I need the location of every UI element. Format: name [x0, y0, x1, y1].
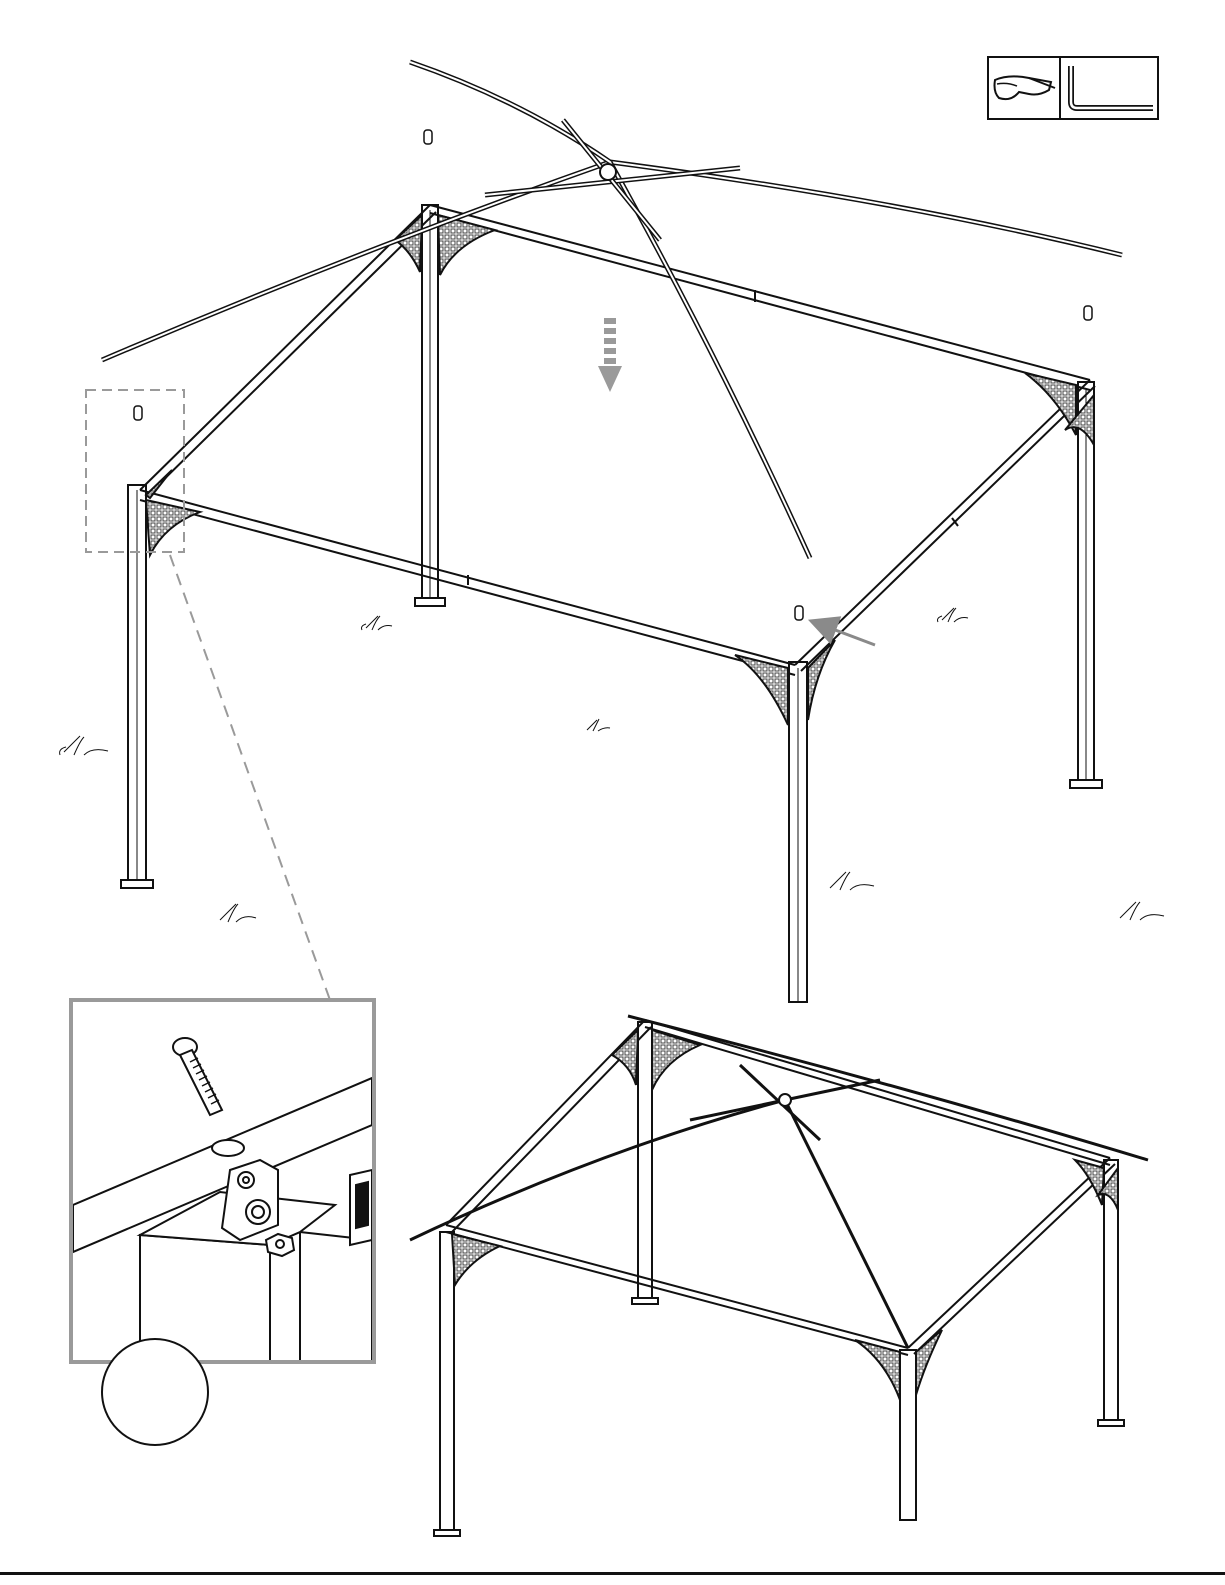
lattice-bracket	[916, 1330, 942, 1395]
down-arrow	[598, 318, 622, 392]
back-right-leg	[1070, 382, 1102, 788]
footer-rule	[0, 1572, 1225, 1575]
lattice-bracket	[395, 215, 422, 272]
result-view	[410, 1016, 1148, 1536]
grass-tufts	[60, 608, 1164, 922]
detail-view	[71, 1000, 374, 1362]
front-right-leg	[789, 662, 807, 1002]
lattice-bracket	[652, 1030, 700, 1090]
front-left-leg	[121, 485, 153, 888]
lattice-bracket	[612, 1030, 638, 1085]
step-number-circle	[101, 1338, 209, 1446]
lattice-bracket	[146, 500, 200, 555]
lattice-bracket	[452, 1234, 500, 1285]
callout-leader	[170, 555, 330, 1000]
lattice-bracket	[146, 470, 172, 498]
main-frame	[121, 205, 1102, 1002]
beams	[140, 205, 1095, 675]
lattice-bracket	[855, 1340, 900, 1400]
roof-poles	[102, 62, 1122, 558]
lattice-bracket	[735, 655, 788, 725]
